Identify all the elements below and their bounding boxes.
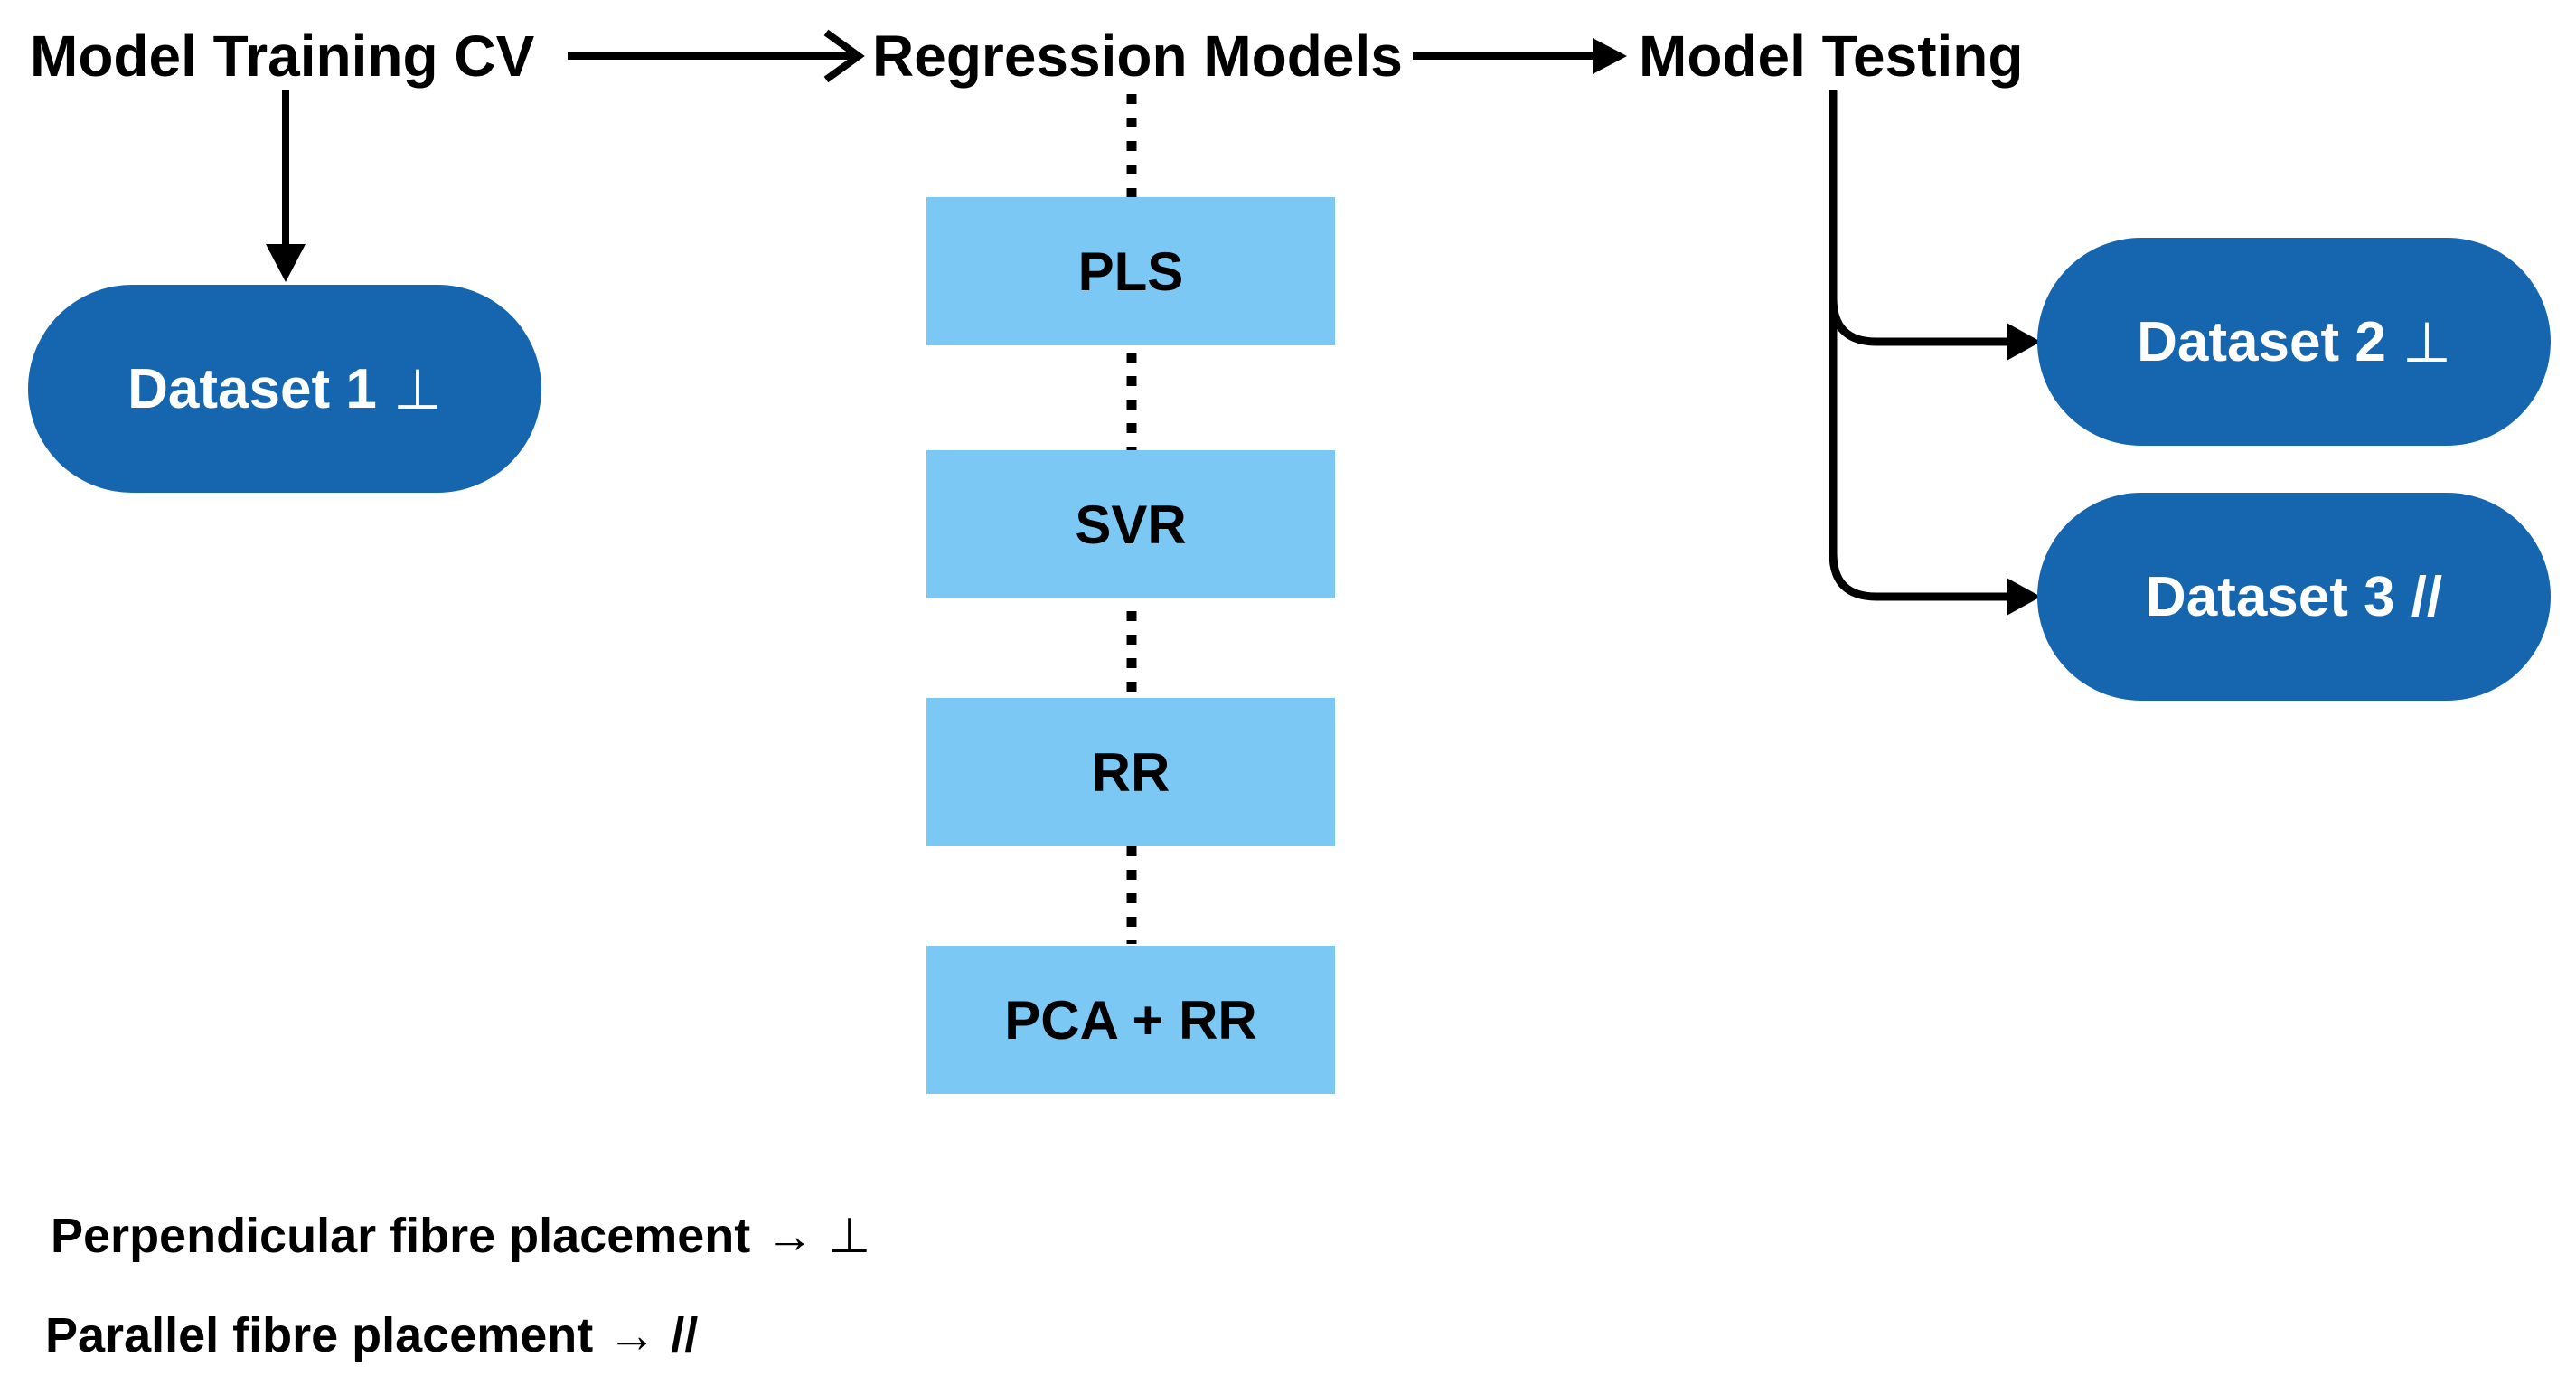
model-box-pls: PLS (926, 197, 1335, 345)
dataset-node-1: Dataset 1 ⊥ (28, 285, 541, 493)
dataset-name: Dataset 1 (127, 357, 377, 420)
legend-arrow-icon: → (607, 1308, 657, 1362)
model-label: PCA + RR (1004, 989, 1257, 1051)
stage-title-regression-models: Regression Models (872, 24, 1403, 89)
dataset-name: Dataset 3 (2145, 565, 2395, 628)
dataset-name: Dataset 2 (2137, 310, 2386, 373)
stage-title-model-training-cv: Model Training CV (30, 24, 535, 89)
dataset-node-3: Dataset 3 // (2037, 493, 2551, 701)
model-label: SVR (1075, 494, 1187, 555)
dataset-node-2: Dataset 2 ⊥ (2037, 238, 2551, 446)
stage-title-model-testing: Model Testing (1639, 24, 2024, 89)
arrow-training-to-regression (568, 29, 865, 83)
arrow-regression-to-testing (1413, 38, 1627, 74)
model-box-rr: RR (926, 698, 1335, 846)
legend-label: Parallel fibre placement (45, 1308, 594, 1362)
connector-testing-to-dataset2 (1829, 297, 2041, 361)
connector-testing-to-dataset3 (1829, 90, 2041, 616)
perpendicular-symbol: ⊥ (2402, 311, 2451, 374)
legend-item-parallel: Parallel fibre placement → // (45, 1311, 698, 1360)
arrow-training-to-dataset1 (266, 90, 306, 282)
model-box-pca-rr: PCA + RR (926, 946, 1335, 1094)
perpendicular-symbol: ⊥ (828, 1209, 871, 1263)
perpendicular-symbol: ⊥ (392, 358, 442, 421)
model-box-svr: SVR (926, 450, 1335, 598)
model-label: RR (1091, 741, 1170, 803)
parallel-symbol: // (2411, 565, 2443, 628)
legend-arrow-icon: → (765, 1209, 814, 1263)
parallel-symbol: // (671, 1308, 699, 1362)
legend-item-perpendicular: Perpendicular fibre placement → ⊥ (51, 1211, 870, 1260)
legend-label: Perpendicular fibre placement (51, 1209, 751, 1263)
model-label: PLS (1077, 240, 1184, 302)
